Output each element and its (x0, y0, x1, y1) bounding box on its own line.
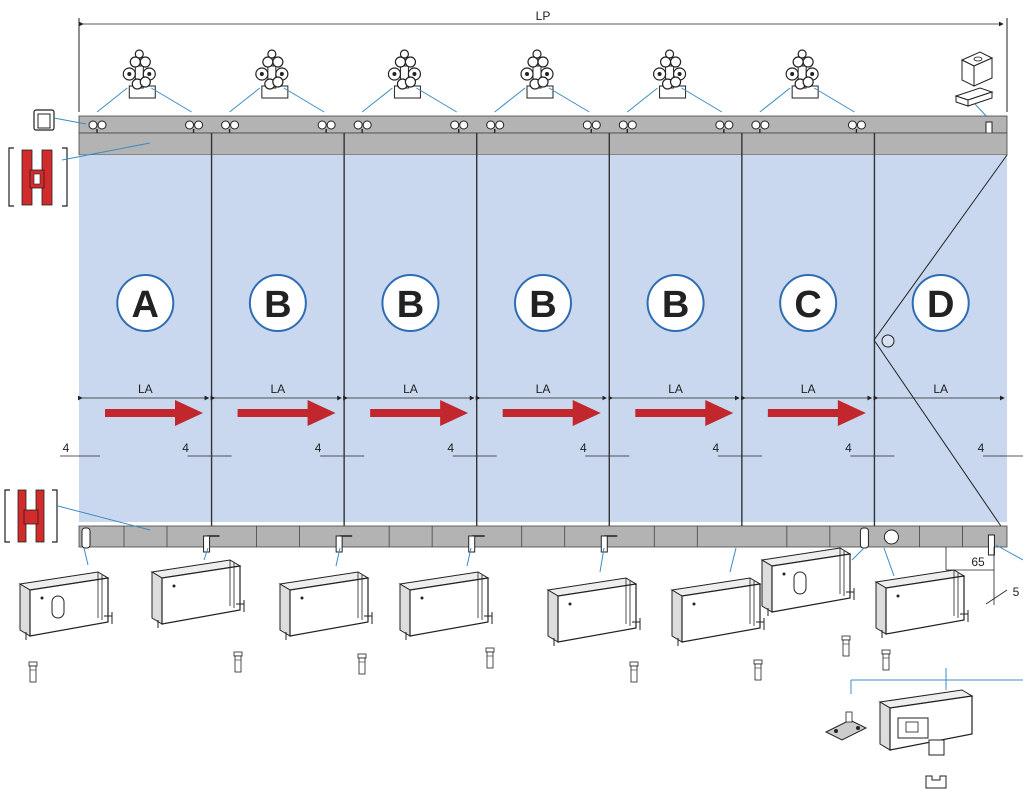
lock-assembly (824, 668, 1023, 789)
pivot-patch-fitting-icon (761, 547, 865, 617)
gap-label: 4 (182, 441, 189, 455)
panel-b: B LA 4 (475, 133, 630, 547)
overall-width-dimension: LP (78, 9, 1008, 112)
panel-letter-circle (514, 274, 572, 332)
floor-pin-icon (485, 647, 495, 669)
slide-direction-arrow-icon (105, 400, 203, 426)
floor-pivot-icon (81, 527, 91, 549)
floor-pin-icon (753, 659, 763, 681)
bottom-patch-fittings (19, 547, 969, 683)
corner-dimensions: 65 5 (945, 544, 1023, 605)
panel-letter: A (132, 284, 159, 326)
gap-label: 4 (580, 441, 587, 455)
panel-letter: B (662, 284, 689, 326)
bottom-patch-fitting-icon (279, 547, 373, 641)
end-stop-icon (954, 51, 994, 119)
panel-letter: D (927, 284, 954, 326)
panel-letter: B (529, 284, 556, 326)
bottom-patch-fitting-icon (547, 547, 641, 647)
panel-b: B LA 4 (343, 133, 497, 547)
panel-b: B LA 4 (210, 133, 365, 547)
panel-width-label: LA (271, 382, 286, 396)
bottom-rail-segments (81, 526, 995, 556)
top-panel-profile (78, 132, 1008, 156)
top-rail (78, 115, 1008, 134)
panel-letter: C (794, 284, 821, 326)
lock-keeper-icon (925, 775, 947, 789)
bottom-patch-fitting-icon (875, 547, 969, 639)
bottom-patch-fitting-icon (399, 547, 493, 641)
panel-letter-circle (911, 274, 970, 332)
panel-letter: B (264, 284, 291, 326)
panel-width-label: LA (138, 382, 153, 396)
panel-b: B LA 4 (608, 133, 762, 547)
floor-pin-icon (233, 651, 243, 673)
panel-letter-circle (248, 274, 307, 332)
panel-width-label: LA (403, 382, 418, 396)
bottom-patch-fitting-icon (671, 547, 765, 647)
corner-dim-b: 5 (1013, 585, 1020, 599)
panel-width-label: LA (536, 382, 551, 396)
lock-box-icon (928, 739, 945, 756)
gap-label: 4 (447, 441, 454, 455)
roller-carriage-icon (96, 49, 192, 113)
floor-pin-icon (629, 661, 639, 683)
floor-pin-icon (841, 635, 851, 657)
panel-letter-circle (646, 274, 705, 332)
roller-carriage-icon (494, 49, 590, 113)
panel-width-label: LA (668, 382, 683, 396)
glass-panels: A LA 4 B LA 4 B LA 4 B LA 4 B LA 4 C LA 4 D LA 4 4 (60, 133, 1023, 547)
panel-letter-circle (381, 274, 440, 332)
roller-carriage-icon (229, 49, 325, 113)
slide-direction-arrow-icon (635, 400, 734, 426)
panel-letter: B (397, 284, 424, 326)
gap-label: 4 (978, 441, 985, 455)
bottom-profile-icon (4, 489, 151, 543)
roller-carriage-icon (626, 49, 723, 113)
top-profile-icon (8, 142, 151, 207)
gap-label: 4 (315, 441, 322, 455)
corner-dim-a: 65 (971, 555, 985, 569)
panel-width-label: LA (801, 382, 816, 396)
floor-pin-icon (357, 653, 367, 675)
svg-text:4: 4 (63, 441, 70, 455)
bottom-rail (78, 525, 1008, 548)
gap-label: 4 (713, 441, 720, 455)
swing-opening-lines (873, 154, 1008, 536)
slide-direction-arrow-icon (502, 400, 601, 426)
end-stop-plunger (987, 534, 995, 556)
bottom-patch-fitting-icon (151, 547, 245, 629)
gap-dimension-left: 4 (60, 441, 100, 457)
panel-letter-circle (116, 274, 175, 332)
corner-lock-icon (824, 711, 868, 741)
door-handle-icon (881, 334, 895, 348)
slide-direction-arrow-icon (767, 400, 866, 426)
floor-pin-icon (881, 649, 891, 671)
roller-carriage-icon (361, 49, 457, 113)
lock-fitting-icon (878, 689, 974, 751)
pivot-patch-fitting-icon (19, 547, 113, 641)
panel-letter-circle (779, 274, 838, 332)
slide-direction-arrow-icon (237, 400, 336, 426)
glass-area (79, 155, 1007, 522)
roller-carriage-icon (759, 49, 855, 113)
lock-pivot-icon (883, 529, 899, 545)
panel-a: A LA 4 (78, 274, 232, 457)
panel-width-label: LA (933, 382, 948, 396)
overall-width-label: LP (536, 9, 551, 23)
floor-pivot-icon (859, 527, 869, 549)
panel-c: C LA 4 (740, 133, 895, 547)
slide-direction-arrow-icon (370, 400, 469, 426)
gap-label: 4 (845, 441, 852, 455)
roller-carriages (96, 49, 855, 113)
floor-pin-icon (28, 661, 38, 683)
track-profile-icon (33, 109, 87, 131)
